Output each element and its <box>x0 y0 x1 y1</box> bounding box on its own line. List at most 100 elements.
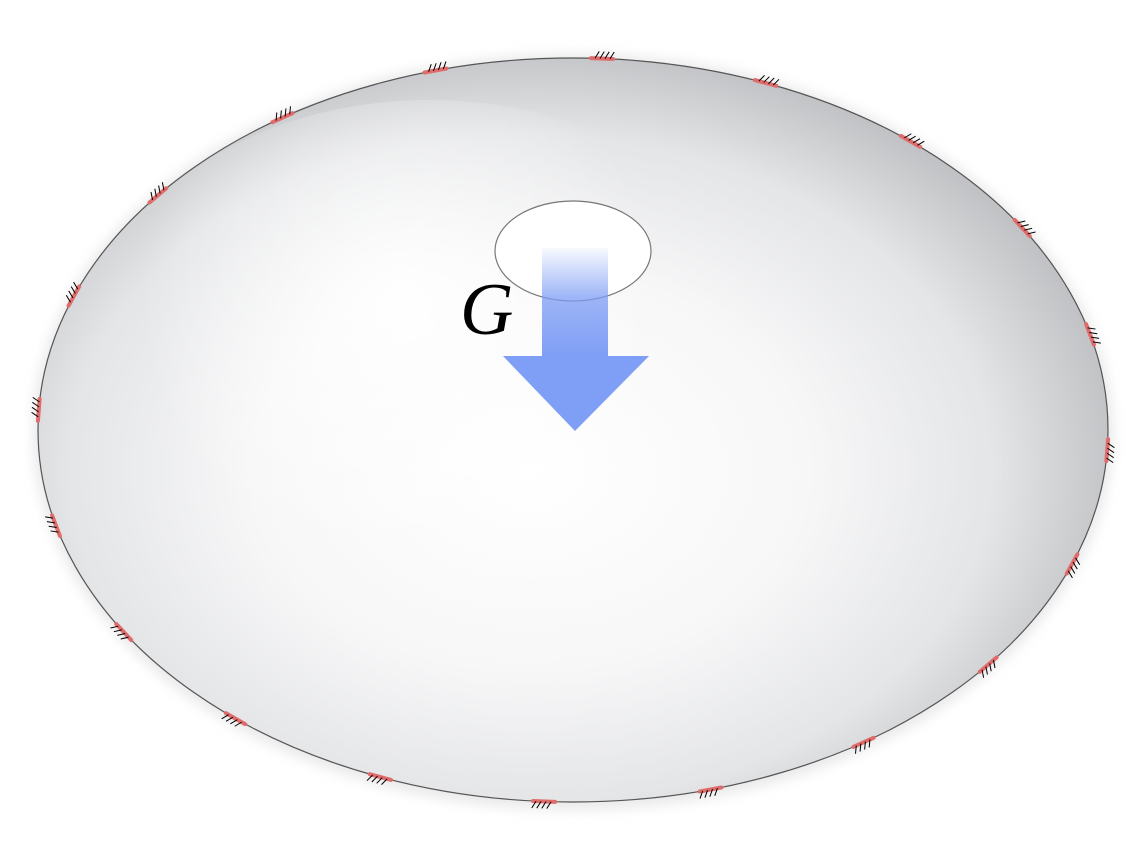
fixed-support-hatch-icon <box>1064 552 1081 579</box>
support-hatch-line <box>992 659 996 669</box>
support-hatch-line <box>1107 442 1115 449</box>
support-hatch-line <box>120 636 129 640</box>
support-hatch-line <box>32 401 40 408</box>
support-hatch-line <box>158 185 161 194</box>
support-hatch-line <box>284 108 287 117</box>
fixed-support-hatch-icon <box>977 655 999 678</box>
support-hatch-line <box>1027 231 1036 235</box>
support-hatch-line <box>31 406 39 413</box>
support-hatch-line <box>376 777 383 784</box>
support-hatch-line <box>46 521 55 524</box>
fixed-support-hatch-icon <box>147 182 169 205</box>
support-hatch-line <box>981 669 985 678</box>
support-hatch-line <box>1092 341 1101 344</box>
support-hatch-line <box>221 714 229 720</box>
support-hatch-line <box>31 411 39 418</box>
fixed-support-hatch-icon <box>1084 322 1101 347</box>
fixed-support-hatch-icon <box>422 61 449 75</box>
support-hatch-line <box>917 140 925 146</box>
support-hatch-line <box>763 76 770 83</box>
support-hatch-line <box>1020 224 1029 227</box>
support-hatch-line <box>381 778 388 785</box>
support-hatch-line <box>65 295 71 303</box>
fixed-support-hatch-icon <box>270 106 295 125</box>
support-hatch-line <box>855 745 857 754</box>
support-base-line <box>35 396 42 423</box>
fixed-support-hatch-icon <box>898 133 925 149</box>
support-base-line <box>1084 322 1096 347</box>
fixed-support-hatch-icon <box>588 51 615 61</box>
support-hatch-line <box>280 110 282 119</box>
support-hatch-line <box>154 188 157 197</box>
support-hatch-line <box>704 789 709 798</box>
support-hatch-line <box>1107 447 1115 454</box>
support-hatch-line <box>1075 557 1081 565</box>
support-hatch-line <box>546 801 552 809</box>
support-hatch-line <box>859 743 862 752</box>
support-base-line <box>753 78 779 88</box>
support-base-line <box>898 133 923 149</box>
support-hatch-line <box>117 633 126 636</box>
support-hatch-line <box>50 530 59 533</box>
fixed-support-hatch-icon <box>1104 437 1115 464</box>
support-hatch-line <box>868 739 871 748</box>
support-base-line <box>977 655 999 674</box>
support-base-line <box>588 56 615 61</box>
support-hatch-line <box>150 191 154 201</box>
fixed-support-hatch-icon <box>65 281 82 308</box>
support-hatch-line <box>531 800 537 809</box>
support-hatch-line <box>709 788 713 797</box>
support-hatch-line <box>758 75 765 82</box>
support-hatch-line <box>714 788 718 796</box>
support-hatch-line <box>699 790 704 799</box>
support-hatch-line <box>371 775 378 783</box>
support-hatch-line <box>985 666 988 675</box>
support-hatch-line <box>234 721 242 727</box>
support-hatch-line <box>73 281 79 290</box>
support-base-line <box>66 284 82 308</box>
support-base-line <box>1012 217 1032 239</box>
support-base-line <box>851 735 876 749</box>
support-hatch-line <box>908 135 916 141</box>
support-hatch-line <box>275 112 278 121</box>
support-hatch-line <box>912 138 921 144</box>
support-hatch-line <box>70 286 76 294</box>
support-base-line <box>270 111 295 125</box>
fixed-support-hatch-icon <box>110 621 134 643</box>
support-base-line <box>1104 437 1111 464</box>
support-hatch-line <box>1089 332 1098 335</box>
support-base-line <box>223 711 248 727</box>
support-hatch-line <box>541 801 547 809</box>
support-hatch-line <box>599 51 605 59</box>
support-hatch-line <box>1070 566 1076 574</box>
arrow-shaft <box>542 248 608 356</box>
support-base-line <box>697 785 724 794</box>
support-base-line <box>147 186 169 205</box>
support-hatch-line <box>1072 561 1078 570</box>
support-hatch-line <box>437 62 442 71</box>
support-hatch-line <box>48 525 57 528</box>
support-hatch-line <box>45 516 54 519</box>
support-hatch-line <box>1017 220 1026 224</box>
support-base-line <box>367 772 393 782</box>
support-base-line <box>50 513 62 538</box>
support-hatch-line <box>604 51 610 59</box>
fixed-supports <box>31 51 1115 809</box>
support-base-line <box>422 66 449 75</box>
support-hatch-line <box>768 77 775 85</box>
support-base-line <box>114 621 134 643</box>
fixed-support-hatch-icon <box>851 735 876 754</box>
support-hatch-line <box>1024 227 1033 231</box>
support-base-line <box>1064 552 1080 576</box>
support-hatch-line <box>536 801 542 809</box>
support-hatch-line <box>772 78 780 86</box>
support-hatch-line <box>161 182 165 191</box>
support-hatch-line <box>68 290 74 299</box>
fixed-support-hatch-icon <box>221 711 248 727</box>
support-hatch-line <box>113 629 122 633</box>
support-base-line <box>531 799 558 804</box>
support-hatch-line <box>1087 327 1096 330</box>
support-hatch-line <box>289 106 291 115</box>
support-hatch-line <box>433 63 437 72</box>
support-hatch-line <box>32 396 40 403</box>
